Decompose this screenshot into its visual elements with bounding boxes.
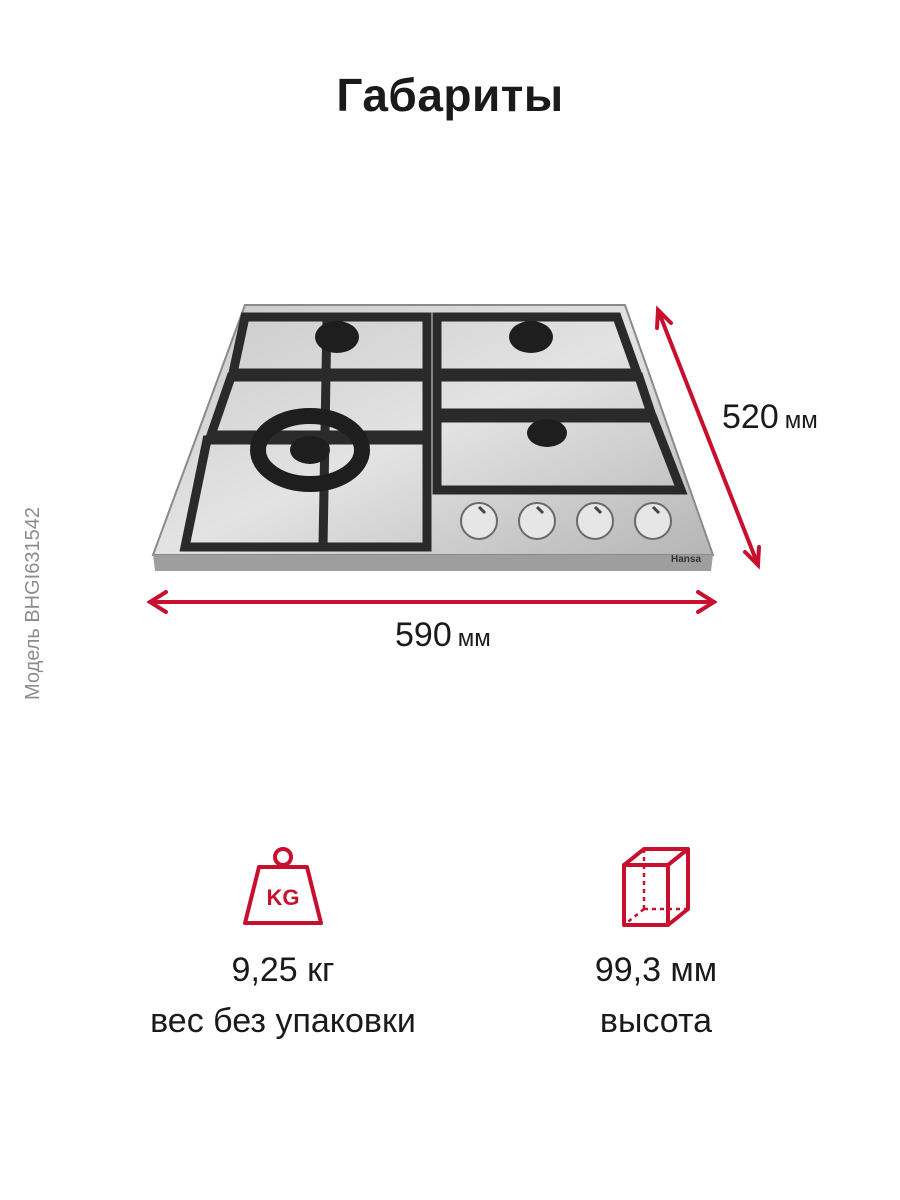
spec-height: 99,3 мм высота bbox=[486, 845, 826, 1041]
spec-weight: KG 9,25 кг вес без упаковки bbox=[113, 845, 453, 1041]
gas-hob-image: Hansa bbox=[151, 304, 715, 571]
weight-kg-icon: KG bbox=[243, 847, 323, 925]
depth-value: 520 bbox=[722, 398, 779, 436]
width-value: 590 bbox=[395, 616, 452, 654]
page-title: Габариты bbox=[336, 69, 564, 121]
brand-logo: Hansa bbox=[671, 554, 701, 565]
height-label: высота bbox=[599, 1002, 713, 1040]
weight-value: 9,25 кг bbox=[231, 951, 335, 989]
width-unit: мм bbox=[457, 625, 491, 652]
model-label: Модель BHGI631542 bbox=[22, 507, 44, 700]
cube-dimensions-icon bbox=[622, 847, 690, 927]
burner-rear-left bbox=[315, 321, 359, 353]
height-value: 99,3 мм bbox=[594, 951, 718, 989]
weight-icon-text: KG bbox=[267, 885, 300, 910]
depth-unit: мм bbox=[784, 407, 818, 434]
weight-label: вес без упаковки bbox=[150, 1002, 416, 1040]
